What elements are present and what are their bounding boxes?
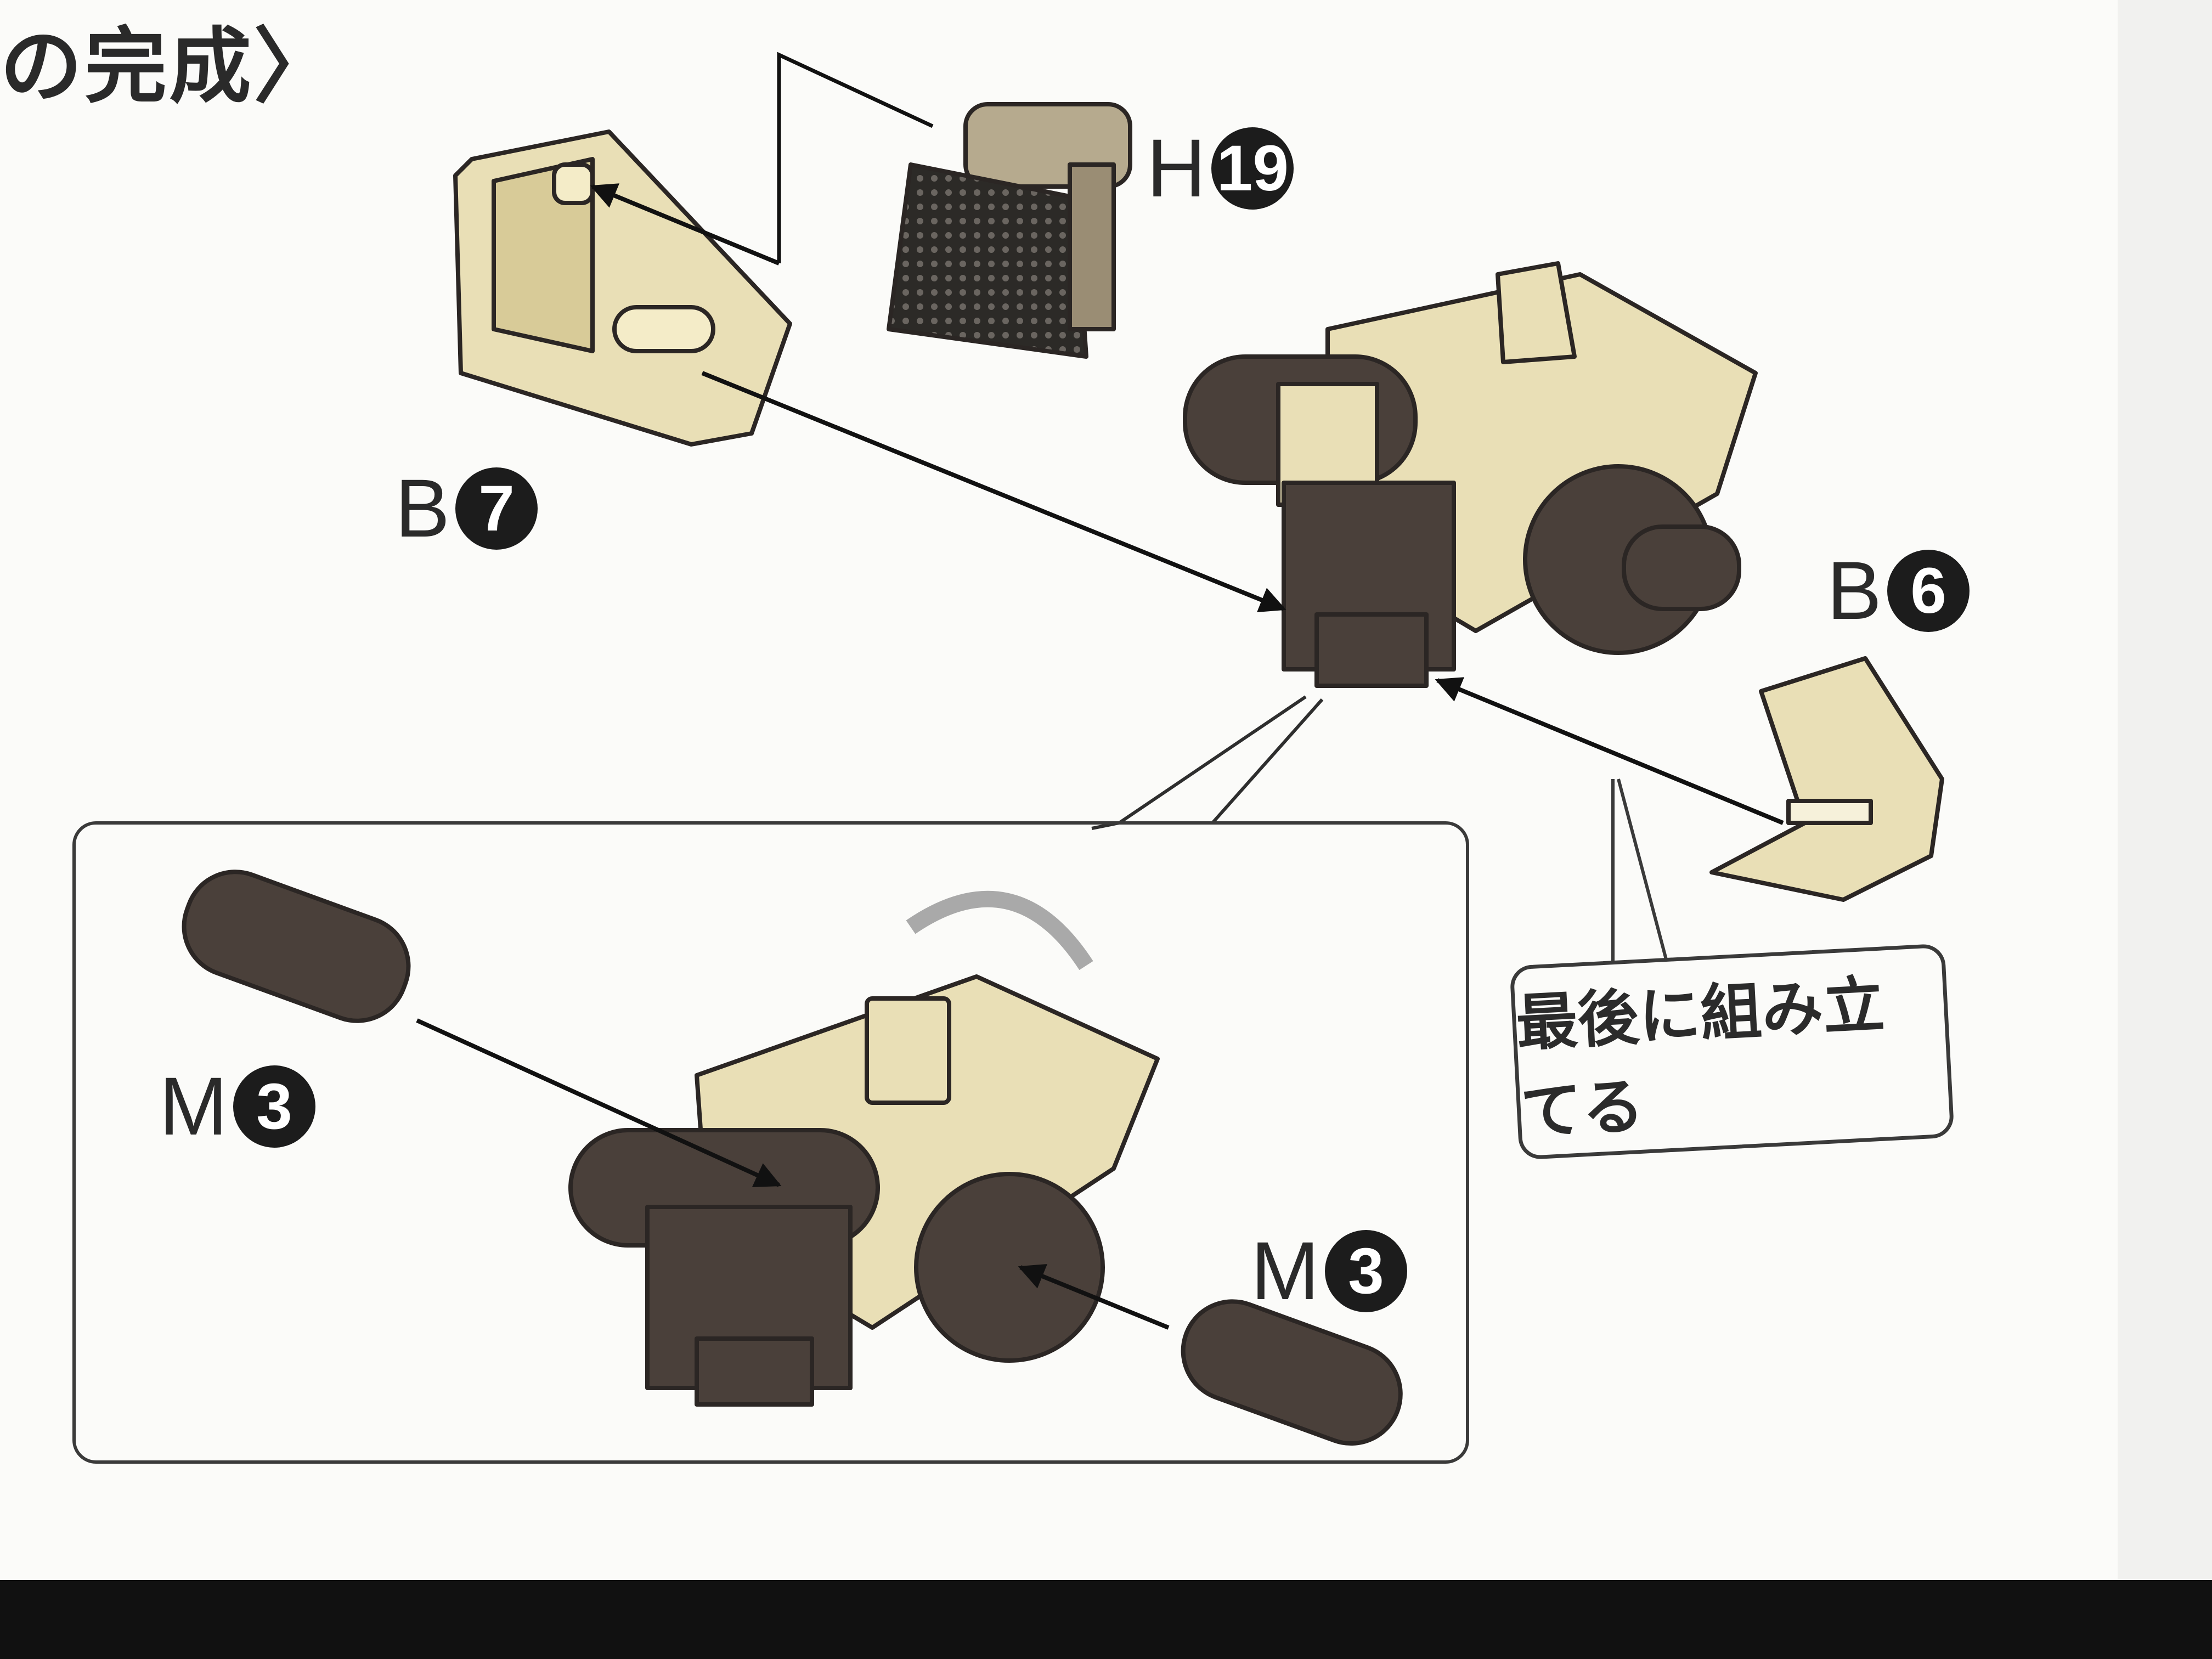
- label-m3-left-letter: M: [159, 1060, 228, 1152]
- callout-leader: [1611, 778, 1669, 966]
- part-h19: [887, 102, 1132, 359]
- label-b7: B 7: [395, 461, 538, 556]
- label-b6-letter: B: [1827, 544, 1882, 636]
- label-h19-letter: H: [1147, 122, 1206, 214]
- inset-assembly: [568, 974, 1160, 1407]
- part-b7: [453, 129, 792, 447]
- arrow-b7-to-assembly: [701, 371, 1286, 613]
- label-b6-number: 6: [1887, 549, 1970, 632]
- arrow-b6-to-assembly: [1435, 677, 1784, 825]
- zoom-lines: [1091, 695, 1324, 830]
- part-b6: [1709, 656, 1944, 902]
- label-b7-letter: B: [395, 462, 450, 554]
- label-m3-left-number: 3: [233, 1065, 315, 1148]
- section-heading: の完成〉: [0, 19, 338, 115]
- rotate-arrow: [906, 890, 1093, 970]
- main-assembly-top: [1183, 261, 1758, 688]
- page-bottom-bar: [0, 1580, 2212, 1659]
- inset-m3-left-peg: [182, 870, 411, 1023]
- arrow-h19-to-b7: [590, 183, 780, 266]
- inset-m3-right-peg: [1181, 1299, 1403, 1446]
- label-m3-left: M 3: [159, 1059, 315, 1154]
- label-m3-right: M 3: [1251, 1223, 1407, 1318]
- assemble-last-callout: 最後に組み立てる: [1509, 943, 1955, 1160]
- label-b7-number: 7: [455, 467, 538, 550]
- label-h19-number: 19: [1211, 127, 1294, 210]
- label-m3-right-number: 3: [1324, 1229, 1407, 1312]
- label-m3-right-letter: M: [1251, 1224, 1319, 1317]
- h19-connector: [777, 52, 934, 263]
- arrow-right-peg: [1018, 1264, 1170, 1330]
- label-h19: H 19: [1147, 121, 1294, 216]
- inset-panel: [72, 821, 1469, 1464]
- arrow-left-peg: [416, 1018, 782, 1187]
- label-b6: B 6: [1827, 543, 1970, 638]
